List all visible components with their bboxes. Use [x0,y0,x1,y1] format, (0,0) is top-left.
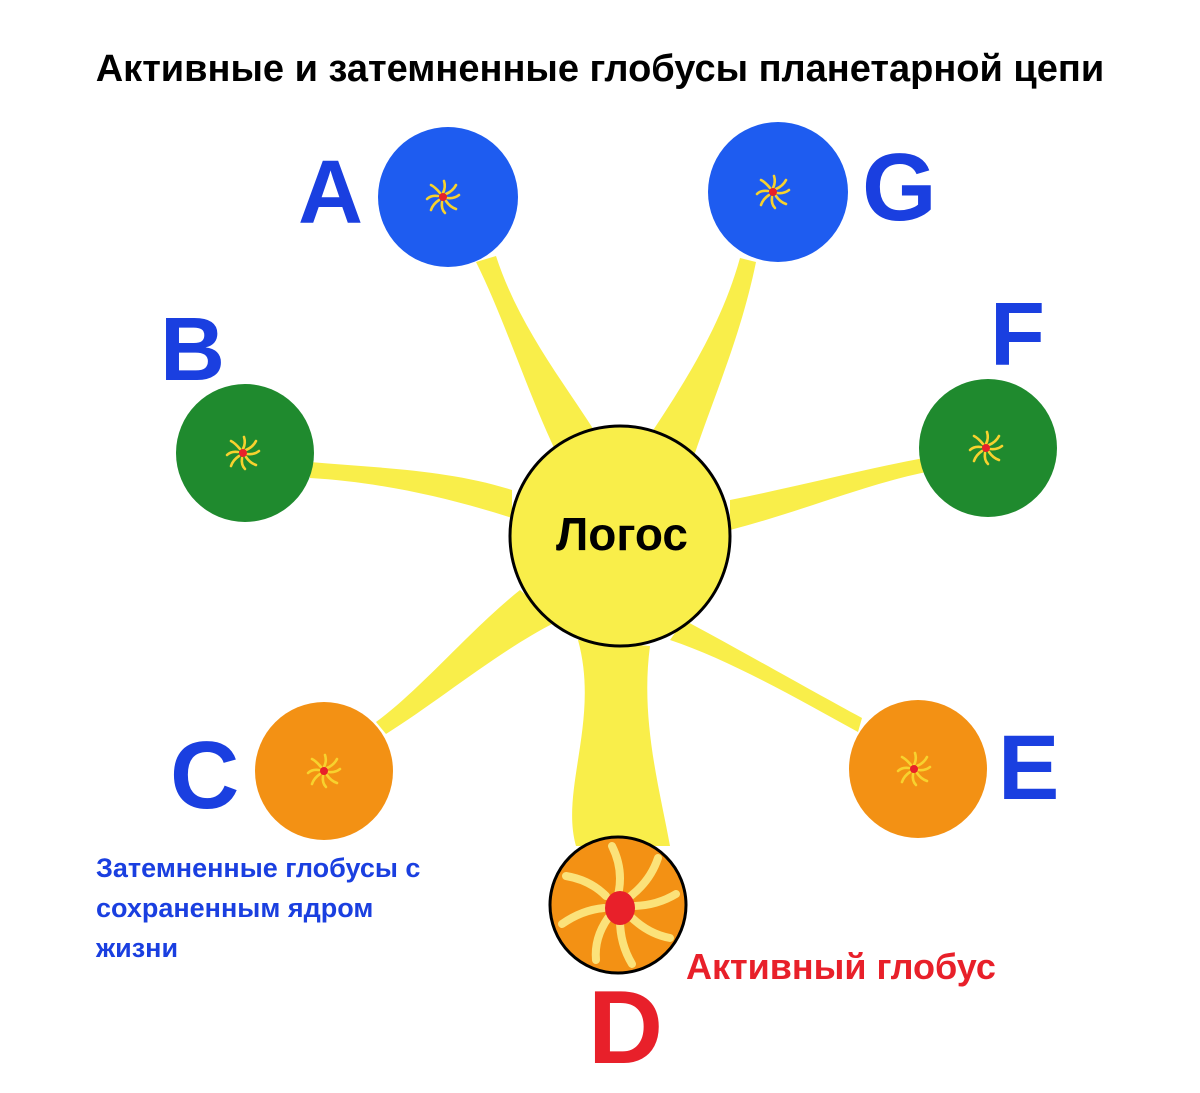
globe-a [378,127,518,267]
ray-to-d [572,640,670,846]
globe-label-c: C [170,728,239,824]
obscured-globes-note: Затемненные глобусы с сохраненным ядром … [96,848,456,968]
globe-label-b: B [160,305,225,395]
globe-label-f: F [990,290,1045,380]
globe-f [919,379,1057,517]
globe-b [176,384,314,522]
globe-label-a: A [298,148,363,238]
globe-c [255,702,393,840]
globe-g [708,122,848,262]
globe-label-d: D [588,976,663,1080]
ray-to-c [376,590,556,734]
globe-d [550,837,686,973]
globe-label-g: G [862,140,937,236]
logos-label: Логос [512,507,732,561]
diagram-title: Активные и затемненные глобусы планетарн… [0,48,1200,91]
ray-to-a [476,256,600,460]
active-globe-note: Активный глобус [686,946,996,988]
ray-to-b [310,462,512,518]
ray-to-f [730,458,926,530]
globe-label-e: E [998,722,1059,814]
ray-to-e [670,620,862,732]
globe-e [849,700,987,838]
